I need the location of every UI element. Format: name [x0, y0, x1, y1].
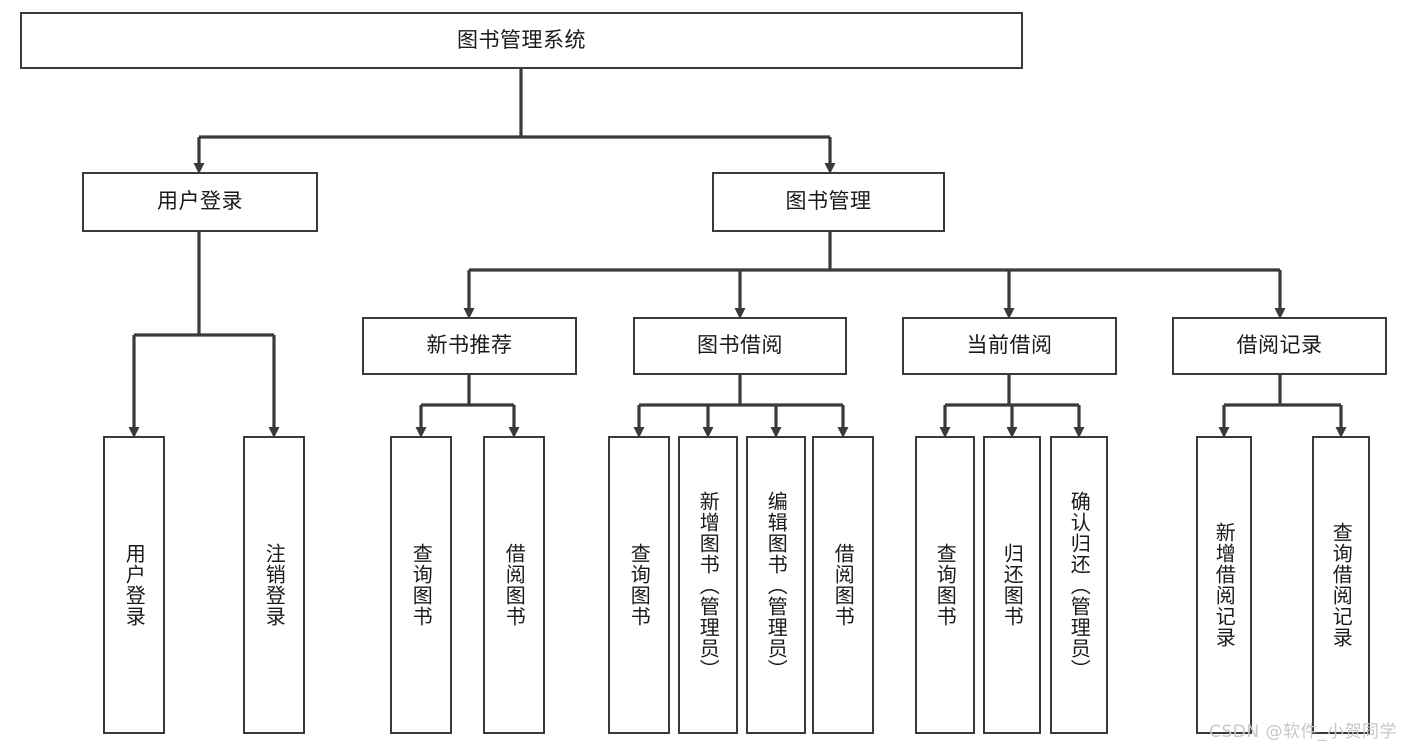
node-leaf-edit-book-label: 编辑图书（管理员） [764, 490, 789, 680]
node-leaf-confirm-return[interactable]: 确认归还（管理员） [1050, 436, 1108, 734]
node-book-borrow-label: 图书借阅 [697, 333, 783, 358]
node-user-login[interactable]: 用户登录 [82, 172, 318, 232]
node-leaf-query-book-3-label: 查询图书 [933, 543, 958, 627]
node-leaf-add-book-label: 新增图书（管理员） [696, 490, 721, 680]
node-leaf-add-record[interactable]: 新增借阅记录 [1196, 436, 1252, 734]
node-book-manage[interactable]: 图书管理 [712, 172, 945, 232]
node-leaf-logout-label: 注销登录 [262, 543, 287, 627]
node-leaf-user-login[interactable]: 用户登录 [103, 436, 165, 734]
node-leaf-confirm-return-label: 确认归还（管理员） [1067, 490, 1092, 680]
node-root-label: 图书管理系统 [457, 27, 586, 52]
node-leaf-query-record[interactable]: 查询借阅记录 [1312, 436, 1370, 734]
node-borrow-record[interactable]: 借阅记录 [1172, 317, 1387, 375]
node-leaf-query-book-1-label: 查询图书 [409, 543, 434, 627]
node-leaf-edit-book[interactable]: 编辑图书（管理员） [746, 436, 806, 734]
node-leaf-borrow-book-2-label: 借阅图书 [831, 543, 856, 627]
node-leaf-query-book-1[interactable]: 查询图书 [390, 436, 452, 734]
node-leaf-return-book-label: 归还图书 [1000, 543, 1025, 627]
node-leaf-borrow-book-1[interactable]: 借阅图书 [483, 436, 545, 734]
node-leaf-query-record-label: 查询借阅记录 [1329, 522, 1354, 648]
node-leaf-borrow-book-1-label: 借阅图书 [502, 543, 527, 627]
watermark-text: CSDN @软件_小贺同学 [1209, 722, 1397, 742]
node-leaf-borrow-book-2[interactable]: 借阅图书 [812, 436, 874, 734]
node-leaf-add-record-label: 新增借阅记录 [1212, 522, 1237, 648]
node-root[interactable]: 图书管理系统 [20, 12, 1023, 69]
node-book-manage-label: 图书管理 [785, 189, 872, 214]
node-leaf-query-book-2[interactable]: 查询图书 [608, 436, 670, 734]
node-book-borrow[interactable]: 图书借阅 [633, 317, 847, 375]
node-borrow-record-label: 借阅记录 [1236, 333, 1323, 358]
node-current-borrow[interactable]: 当前借阅 [902, 317, 1117, 375]
node-leaf-logout[interactable]: 注销登录 [243, 436, 305, 734]
node-user-login-label: 用户登录 [157, 189, 243, 214]
node-leaf-user-login-label: 用户登录 [122, 543, 147, 627]
node-leaf-query-book-2-label: 查询图书 [627, 543, 652, 627]
node-new-book-rec-label: 新书推荐 [426, 333, 513, 358]
node-leaf-return-book[interactable]: 归还图书 [983, 436, 1041, 734]
node-new-book-rec[interactable]: 新书推荐 [362, 317, 577, 375]
node-leaf-query-book-3[interactable]: 查询图书 [915, 436, 975, 734]
node-current-borrow-label: 当前借阅 [966, 333, 1053, 358]
node-leaf-add-book[interactable]: 新增图书（管理员） [678, 436, 738, 734]
